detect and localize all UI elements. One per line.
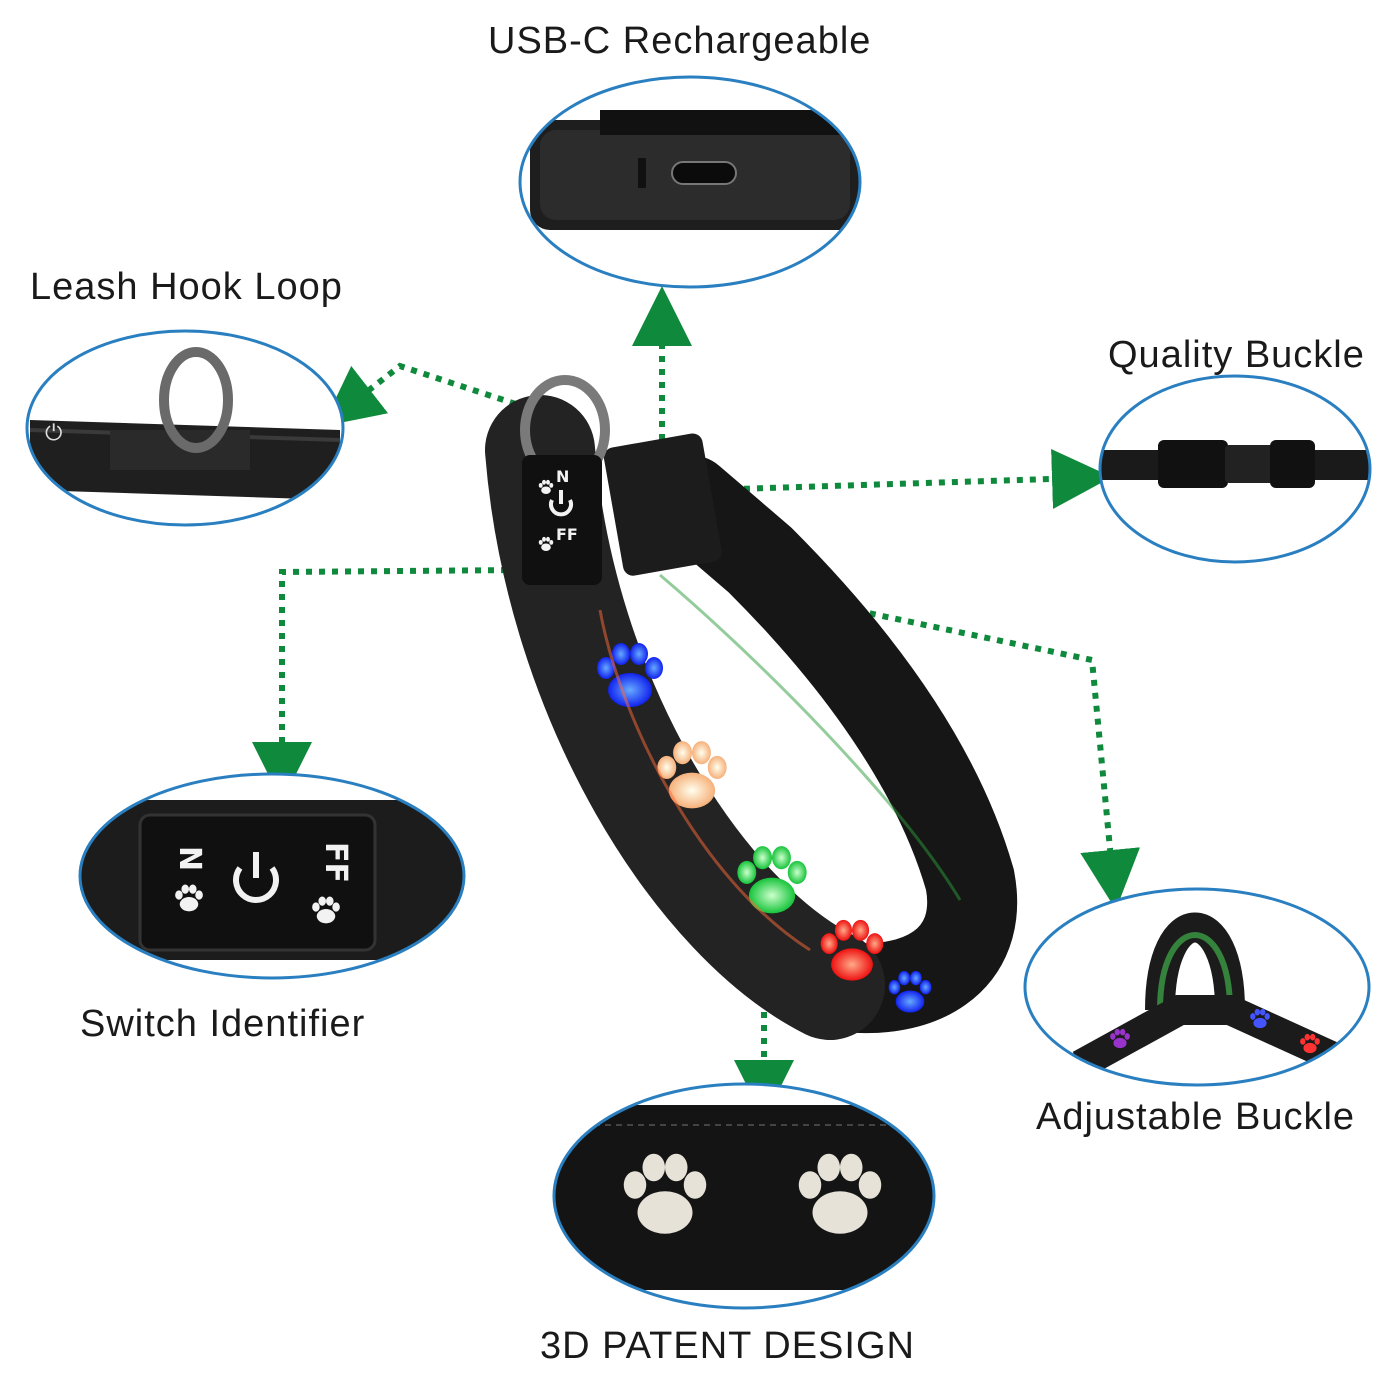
- usb-c-detail: [518, 75, 862, 289]
- usb-c-port-icon: [671, 161, 737, 185]
- adjustable-buckle-label: Adjustable Buckle: [1036, 1096, 1356, 1138]
- patent-design-detail: [552, 1082, 936, 1310]
- buckle-icon: [603, 433, 722, 576]
- arrow-leash: [322, 362, 529, 427]
- collar-off-text: FF: [556, 525, 578, 544]
- adjustable-buckle-detail: [1023, 887, 1371, 1087]
- switch-identifier-label: Switch Identifier: [80, 1003, 366, 1045]
- usb-c-rechargeable-label: USB-C Rechargeable: [488, 20, 872, 62]
- power-icon: [549, 490, 573, 517]
- leash-hook-loop-label: Leash Hook Loop: [30, 266, 343, 308]
- quality-buckle-detail: [1098, 374, 1372, 564]
- switch-on-text: N: [172, 846, 207, 871]
- arrow-switch: [252, 567, 521, 802]
- svg-text:⏻: ⏻: [45, 421, 62, 446]
- led-collar: N FF: [485, 375, 1017, 1040]
- buckle-icon: [1158, 440, 1315, 488]
- switch-detail: N FF: [78, 772, 466, 980]
- quality-buckle-label: Quality Buckle: [1108, 334, 1365, 376]
- collar-on-text: N: [556, 467, 569, 486]
- switch-off-text: FF: [318, 842, 353, 883]
- power-icon: [233, 852, 279, 903]
- arrow-quality: [704, 448, 1112, 509]
- 3d-patent-design-label: 3D PATENT DESIGN: [540, 1325, 915, 1367]
- leash-hook-detail: ⏻: [25, 329, 345, 527]
- d-ring-icon: [159, 347, 233, 453]
